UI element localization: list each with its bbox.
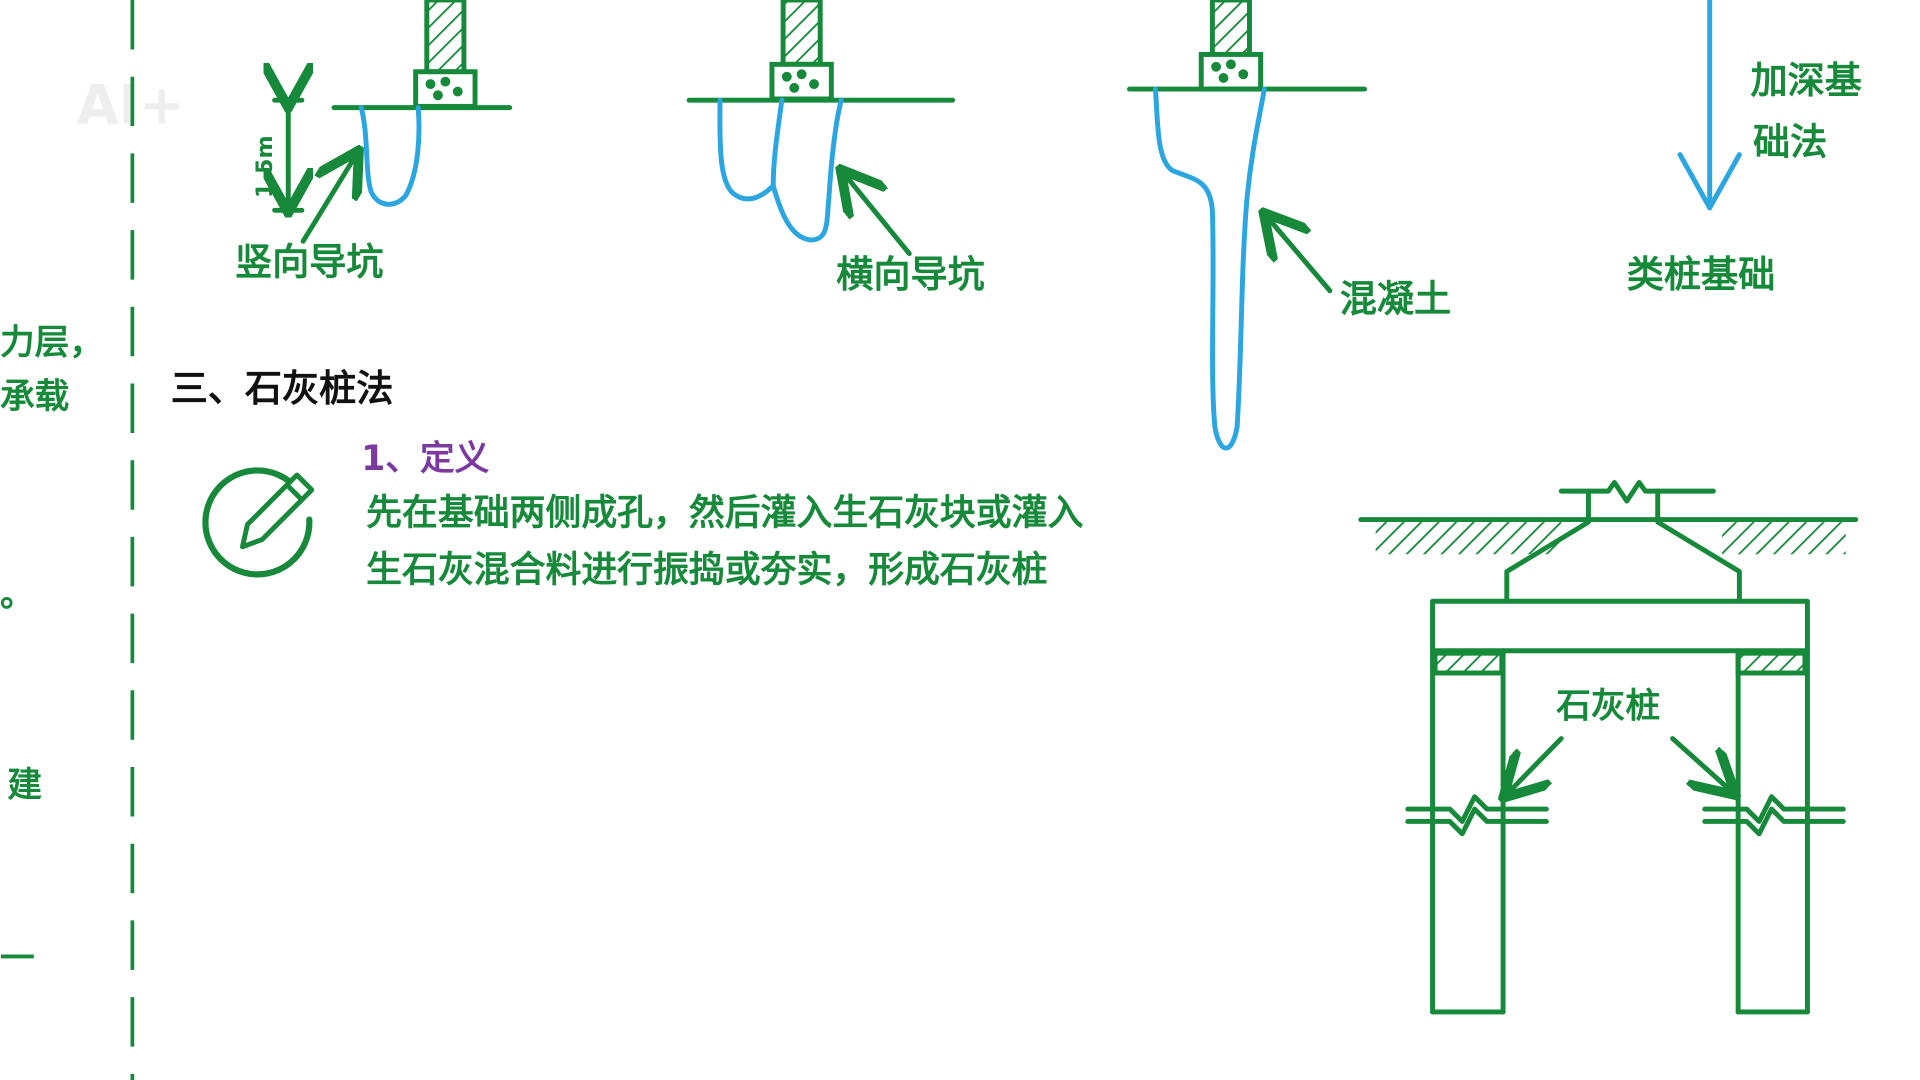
definition-subtitle: 1、定义 bbox=[361, 439, 489, 479]
pile-like-foundation-label: 类桩基础 bbox=[1627, 253, 1775, 296]
margin-text: 一 bbox=[0, 939, 35, 979]
vertical-pit-diagram: 1.5m 竖向导坑 bbox=[235, 0, 513, 284]
pencil-circle-icon bbox=[202, 467, 315, 578]
deepen-label: 础法 bbox=[1753, 121, 1827, 164]
horizontal-pit-diagram: 横向导坑 bbox=[686, 0, 985, 296]
lime-pile-diagram: 石灰桩 bbox=[1358, 480, 1859, 1015]
margin-text: 。 bbox=[0, 575, 35, 615]
left-margin-text: 力层， 承载 。 建 一 bbox=[0, 323, 104, 979]
dimension-label: 1.5m bbox=[252, 135, 278, 198]
deepen-foundation-diagram: 加深基 础法 类桩基础 bbox=[1627, 0, 1863, 296]
lime-pile-label: 石灰桩 bbox=[1555, 687, 1660, 727]
horizontal-pit-label: 横向导坑 bbox=[836, 253, 984, 296]
margin-text: 力层， bbox=[0, 323, 104, 363]
concrete-label: 混凝土 bbox=[1340, 278, 1451, 321]
deepen-label: 加深基 bbox=[1751, 59, 1863, 102]
margin-text: 建 bbox=[7, 766, 42, 806]
margin-text: 承载 bbox=[0, 377, 69, 417]
definition-line-1: 先在基础两侧成孔，然后灌入生石灰块或灌入 bbox=[366, 492, 1083, 534]
concrete-diagram: 混凝土 bbox=[1127, 0, 1451, 451]
vertical-pit-label: 竖向导坑 bbox=[235, 241, 383, 284]
section-title: 三、石灰桩法 bbox=[171, 367, 394, 410]
definition-line-2: 生石灰混合料进行振捣或夯实，形成石灰桩 bbox=[366, 549, 1047, 590]
